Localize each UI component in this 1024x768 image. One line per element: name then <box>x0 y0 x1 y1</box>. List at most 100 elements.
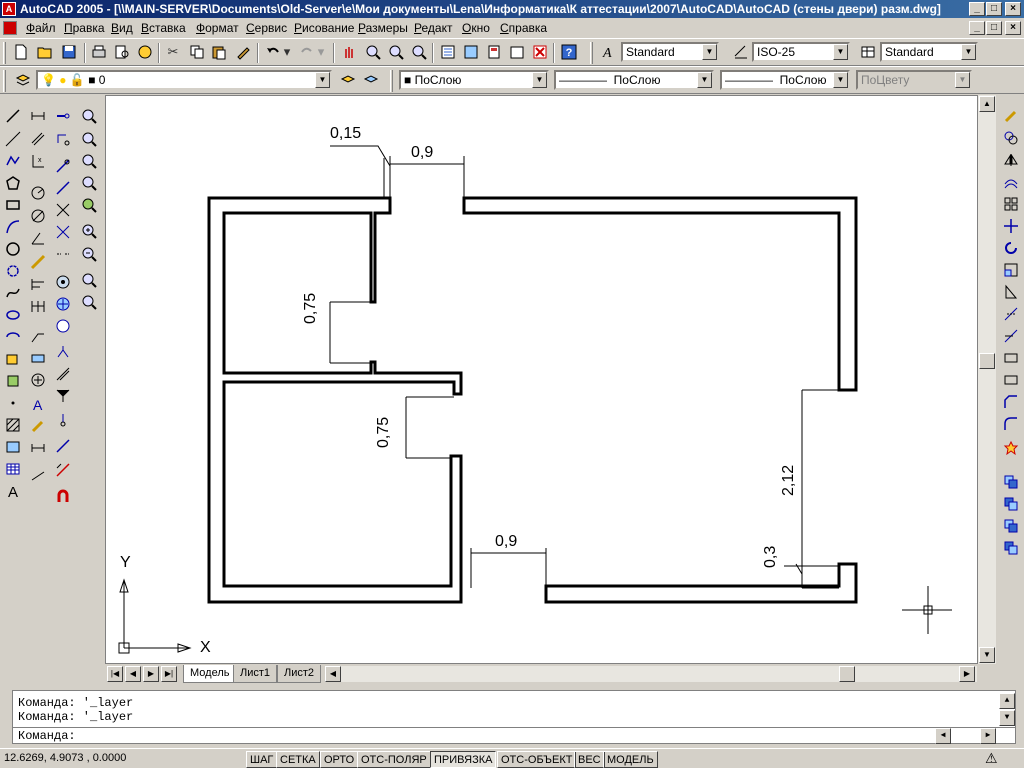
draworder-under-icon[interactable] <box>1000 537 1022 559</box>
help-icon[interactable]: ? <box>558 41 580 63</box>
zoom-in-icon[interactable] <box>78 220 100 242</box>
dimension-text-edit-icon[interactable] <box>27 415 49 437</box>
sheet-set-icon[interactable] <box>506 41 528 63</box>
color-select[interactable]: ■ ПоСлою▼ <box>399 70 549 90</box>
mirror-tool-icon[interactable] <box>1000 149 1022 171</box>
doc-close-button[interactable]: × <box>1005 21 1021 35</box>
text-style-select[interactable]: Standard▼ <box>621 42 719 62</box>
undo-icon[interactable] <box>262 41 284 63</box>
trim-icon[interactable] <box>52 199 74 221</box>
dimension-edit-icon[interactable]: A <box>27 393 49 415</box>
make-block-icon[interactable] <box>2 370 24 392</box>
insert-block-icon[interactable] <box>2 348 24 370</box>
drawing-area[interactable]: 0,15 0,9 0,75 0,75 2,12 0,3 0,9 Y X <box>105 95 978 664</box>
polyline-icon[interactable] <box>2 150 24 172</box>
scroll-left-button[interactable]: ◀ <box>325 666 341 682</box>
command-window[interactable]: Команда: '_layer Команда: '_layer Команд… <box>12 690 1016 744</box>
linetype-select[interactable]: ———— ПоСлою▼ <box>554 70 714 90</box>
pan-icon[interactable] <box>338 41 360 63</box>
point-icon[interactable] <box>2 392 24 414</box>
horizontal-scrollbar[interactable]: ◀ ▶ <box>325 666 977 682</box>
prev-tab-button[interactable]: ◀ <box>125 666 141 682</box>
ellipse-icon[interactable] <box>2 304 24 326</box>
move-icon[interactable] <box>52 293 74 315</box>
lineweight-toggle[interactable]: ВЕС <box>574 751 605 768</box>
break-at-point-icon[interactable] <box>1000 347 1022 369</box>
dimension-style-icon[interactable] <box>27 465 49 487</box>
ordinate-dimension-icon[interactable]: x <box>27 150 49 172</box>
last-tab-button[interactable]: ▶| <box>161 666 177 682</box>
spline-icon[interactable] <box>2 282 24 304</box>
scroll-up-button[interactable]: ▲ <box>979 96 995 112</box>
offset-icon[interactable] <box>52 177 74 199</box>
markup-icon[interactable] <box>529 41 551 63</box>
redo-dropdown-icon[interactable]: ▾ <box>317 44 325 59</box>
menu-window[interactable]: Окно <box>462 21 490 35</box>
plot-icon[interactable] <box>88 41 110 63</box>
document-icon[interactable] <box>3 21 17 35</box>
continue-dimension-icon[interactable] <box>27 295 49 317</box>
fillet-tool-icon[interactable] <box>1000 413 1022 435</box>
vertical-scrollbar[interactable]: ▲ ▼ <box>978 95 996 664</box>
preview-icon[interactable] <box>111 41 133 63</box>
rotate-tool-icon[interactable] <box>1000 237 1022 259</box>
copy-tool-icon[interactable] <box>1000 127 1022 149</box>
maximize-button[interactable]: □ <box>986 2 1002 16</box>
menu-modify[interactable]: Редакт <box>414 21 453 35</box>
array-tool-icon[interactable] <box>1000 193 1022 215</box>
otrack-toggle[interactable]: ОТС-ОБЪЕКТ <box>497 751 577 768</box>
grid-toggle[interactable]: СЕТКА <box>276 751 320 768</box>
polygon-icon[interactable] <box>2 172 24 194</box>
leader-icon[interactable] <box>27 325 49 347</box>
offset-tool-icon[interactable] <box>1000 171 1022 193</box>
construction-line-icon[interactable] <box>2 128 24 150</box>
layer-select[interactable]: 💡 ● 🔓 ■ 0 ▼ <box>36 70 332 90</box>
table-style-select[interactable]: Standard▼ <box>880 42 978 62</box>
scale-tool-icon[interactable] <box>1000 259 1022 281</box>
doc-restore-button[interactable]: □ <box>986 21 1002 35</box>
menu-edit[interactable]: Правка <box>64 21 105 35</box>
scale-icon[interactable] <box>52 315 74 337</box>
redo-icon[interactable] <box>296 41 318 63</box>
design-center-icon[interactable] <box>460 41 482 63</box>
angular-dimension-icon[interactable] <box>27 227 49 249</box>
dim-style-icon[interactable] <box>730 41 752 63</box>
extend-icon[interactable] <box>52 221 74 243</box>
tab-layout2[interactable]: Лист2 <box>277 665 322 683</box>
radius-dimension-icon[interactable] <box>27 182 49 204</box>
draworder-back-icon[interactable] <box>1000 493 1022 515</box>
menu-view[interactable]: Вид <box>111 21 133 35</box>
center-mark-icon[interactable] <box>27 369 49 391</box>
aligned-dimension-icon[interactable] <box>27 128 49 150</box>
explode-tool-icon[interactable] <box>1000 437 1022 459</box>
text-style-icon[interactable]: A <box>598 41 620 63</box>
draworder-above-icon[interactable] <box>1000 515 1022 537</box>
scroll-right-button[interactable]: ▶ <box>959 666 975 682</box>
fillet-icon[interactable] <box>52 385 74 407</box>
cut-icon[interactable]: ✂ <box>167 44 179 59</box>
first-tab-button[interactable]: |◀ <box>107 666 123 682</box>
communication-center-icon[interactable]: ⚠ <box>985 750 998 766</box>
zoom-realtime-icon[interactable] <box>362 41 384 63</box>
lineweight-select[interactable]: ———— ПоСлою▼ <box>720 70 850 90</box>
zoom-window-icon[interactable] <box>385 41 407 63</box>
revision-cloud-icon[interactable] <box>2 260 24 282</box>
arc-icon[interactable] <box>2 216 24 238</box>
zoom-previous-icon[interactable] <box>408 41 430 63</box>
tool-palettes-icon[interactable] <box>483 41 505 63</box>
stretch-tool-icon[interactable] <box>1000 281 1022 303</box>
open-icon[interactable] <box>34 41 56 63</box>
menu-dimension[interactable]: Размеры <box>358 21 408 35</box>
zoom-window-tool-icon[interactable] <box>78 105 100 127</box>
tab-layout1[interactable]: Лист1 <box>233 665 278 683</box>
break-tool-icon[interactable] <box>1000 369 1022 391</box>
next-tab-button[interactable]: ▶ <box>143 666 159 682</box>
quick-dimension-icon[interactable] <box>27 251 49 273</box>
menu-help[interactable]: Справка <box>500 21 548 35</box>
snap-toggle[interactable]: ШАГ <box>246 751 278 768</box>
zoom-object-icon[interactable] <box>78 194 100 216</box>
polar-tracking-toggle[interactable]: ОТС-ПОЛЯР <box>357 751 431 768</box>
baseline-dimension-icon[interactable] <box>27 273 49 295</box>
zoom-dynamic-icon[interactable] <box>78 128 100 150</box>
copy-object-icon[interactable] <box>52 128 74 150</box>
